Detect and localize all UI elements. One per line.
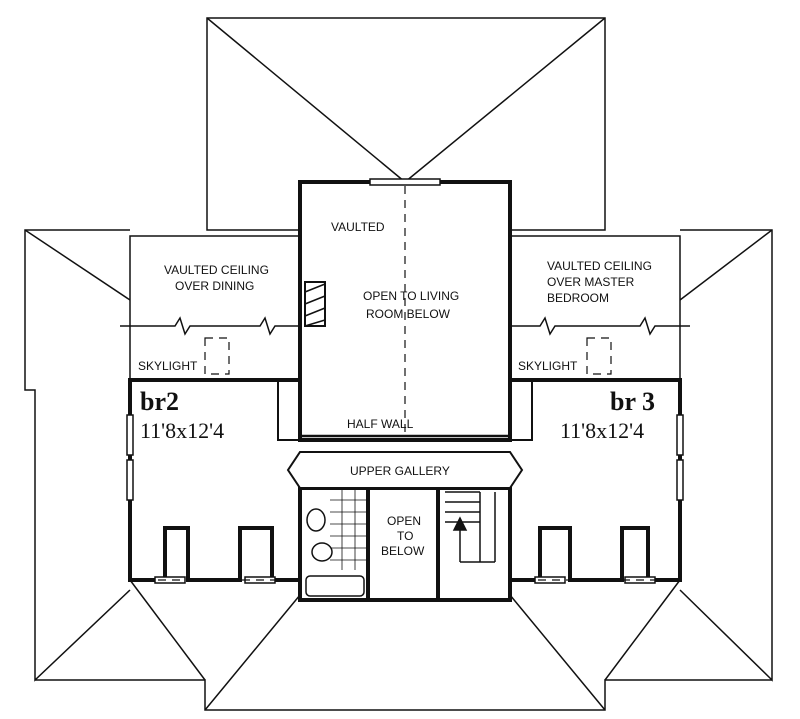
label-open-below-line2: TO (397, 529, 413, 543)
label-open-living-line1: OPEN TO LIVING (363, 289, 459, 303)
bottom-roof (35, 679, 772, 711)
label-br2-dim: 11'8x12'4 (140, 418, 224, 443)
roof-outlines (24, 17, 773, 711)
toilet (311, 542, 333, 562)
label-vaulted-master-line2: OVER MASTER (547, 275, 635, 289)
vaulted-areas (120, 235, 690, 381)
br2-walls (128, 378, 300, 582)
bath-tile (330, 490, 368, 570)
label-skylight-right: SKYLIGHT (518, 359, 578, 373)
label-vaulted-master-line1: VAULTED CEILING (547, 259, 652, 273)
label-open-below-line1: OPEN (387, 514, 421, 528)
label-open-living-line2: ROOM BELOW (366, 307, 451, 321)
label-vaulted-master-line3: BEDROOM (547, 291, 609, 305)
label-vaulted: VAULTED (331, 220, 385, 234)
bathtub (305, 575, 365, 597)
label-skylight-left: SKYLIGHT (138, 359, 198, 373)
stair (445, 491, 496, 563)
label-vaulted-dining-line2: OVER DINING (175, 279, 254, 293)
dashed-lines (130, 186, 680, 581)
label-br3-name: br 3 (610, 387, 655, 416)
label-upper-gallery: UPPER GALLERY (350, 464, 450, 478)
top-roof (206, 17, 606, 231)
stair-arrow-icon (452, 516, 468, 531)
label-half-wall: HALF WALL (347, 417, 414, 431)
label-br2-name: br2 (140, 387, 179, 416)
left-roof (24, 229, 131, 682)
closets (277, 379, 533, 441)
br3-walls (510, 378, 682, 582)
stair-walls (436, 486, 512, 602)
right-roof (679, 229, 773, 682)
upper-gallery-band (286, 451, 524, 489)
label-br3-dim: 11'8x12'4 (560, 418, 644, 443)
sink (306, 508, 326, 532)
label-open-below-line3: BELOW (381, 544, 425, 558)
label-vaulted-dining-line1: VAULTED CEILING (164, 263, 269, 277)
